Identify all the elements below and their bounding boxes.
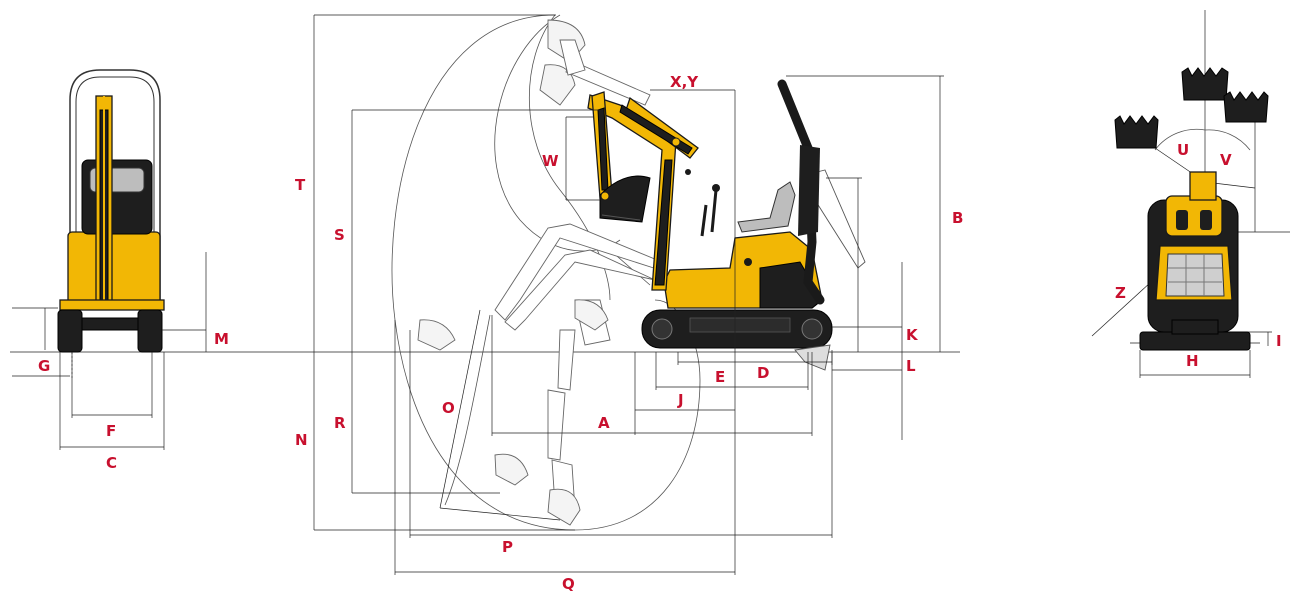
label-i: I [1276,332,1282,350]
label-q: Q [562,575,575,592]
label-h: H [1186,352,1199,370]
label-b: B [952,209,963,227]
label-g: G [38,357,50,375]
label-f: F [106,422,116,440]
rear-bucket-positions [1114,67,1269,149]
side-view [313,14,944,575]
boom-arm-bucket [587,91,699,291]
label-o: O [442,399,455,417]
label-n: N [295,431,308,449]
label-j: J [677,391,684,409]
side-dimension-lines [313,14,944,575]
label-w: W [542,152,559,170]
ghost-arm-positions [417,19,663,526]
label-r: R [334,414,346,432]
label-xy: X,Y [670,73,699,91]
label-t: T [295,176,306,194]
label-z: Z [1115,284,1126,302]
label-e: E [715,368,725,386]
label-u: U [1177,141,1189,159]
undercarriage [641,169,866,371]
label-c: C [106,454,117,472]
label-m: M [214,330,229,348]
label-s: S [334,226,345,244]
rear-machine [1139,171,1251,351]
label-p: P [502,538,513,556]
front-view [12,69,207,450]
rear-view [1091,10,1290,378]
dimension-labels: G F C M T N S R O W X,Y A J E D P Q B K … [38,73,1282,592]
label-k: K [906,326,919,344]
label-a: A [598,414,610,432]
label-l: L [906,357,916,375]
ground-lines [10,342,1260,353]
upper-structure [663,79,825,309]
label-d: D [757,364,769,382]
label-v: V [1220,151,1232,169]
